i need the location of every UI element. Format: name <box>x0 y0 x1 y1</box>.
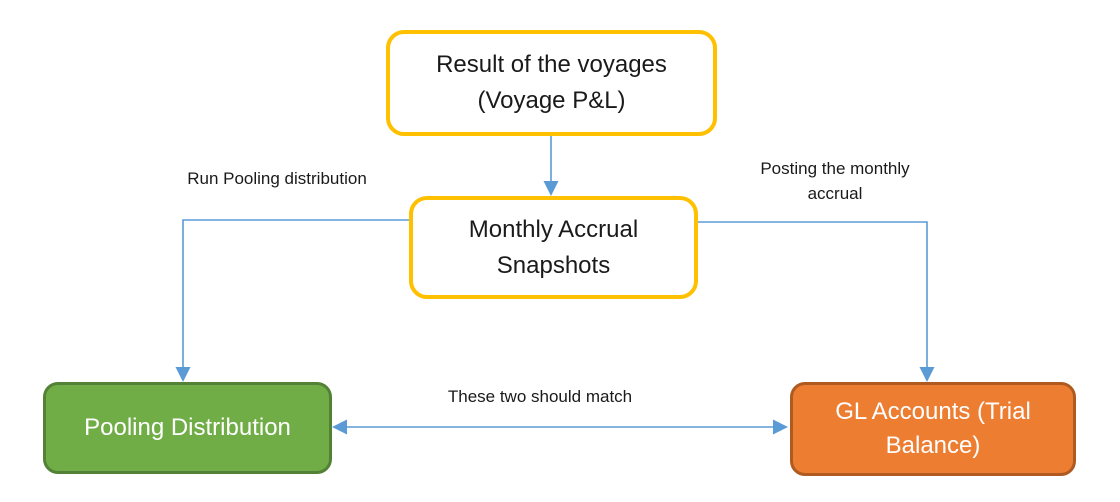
connector-voyage-to-accrual <box>543 136 559 196</box>
edge-label-run-pooling-text: Run Pooling distribution <box>187 169 367 188</box>
edge-label-posting-accrual-line2: accrual <box>807 184 863 203</box>
connector-accrual-to-pooling <box>175 219 409 382</box>
edge-label-posting-accrual: Posting the monthly accrual <box>735 156 935 206</box>
node-monthly-accrual: Monthly Accrual Snapshots <box>409 196 698 299</box>
node-voyage-result-line2: (Voyage P&L) <box>477 87 626 114</box>
node-voyage-result: Result of the voyages (Voyage P&L) <box>386 30 717 136</box>
node-pooling-distribution: Pooling Distribution <box>43 382 332 474</box>
node-gl-accounts-line1: GL Accounts (Trial <box>835 398 1031 425</box>
node-voyage-result-line1: Result of the voyages <box>436 51 667 78</box>
node-monthly-accrual-line1: Monthly Accrual <box>468 215 639 243</box>
connector-pooling-gl-match <box>332 419 788 435</box>
edge-label-should-match: These two should match <box>430 384 650 409</box>
node-monthly-accrual-line2: Snapshots <box>496 251 611 279</box>
node-gl-accounts-line2: Balance) <box>885 432 981 459</box>
edge-label-run-pooling: Run Pooling distribution <box>176 166 378 191</box>
connector-accrual-to-gl <box>698 221 935 382</box>
node-gl-accounts: GL Accounts (Trial Balance) <box>790 382 1076 476</box>
edge-label-should-match-text: These two should match <box>447 387 633 406</box>
node-pooling-distribution-line1: Pooling Distribution <box>84 414 291 441</box>
edge-label-posting-accrual-line1: Posting the monthly <box>760 159 910 178</box>
